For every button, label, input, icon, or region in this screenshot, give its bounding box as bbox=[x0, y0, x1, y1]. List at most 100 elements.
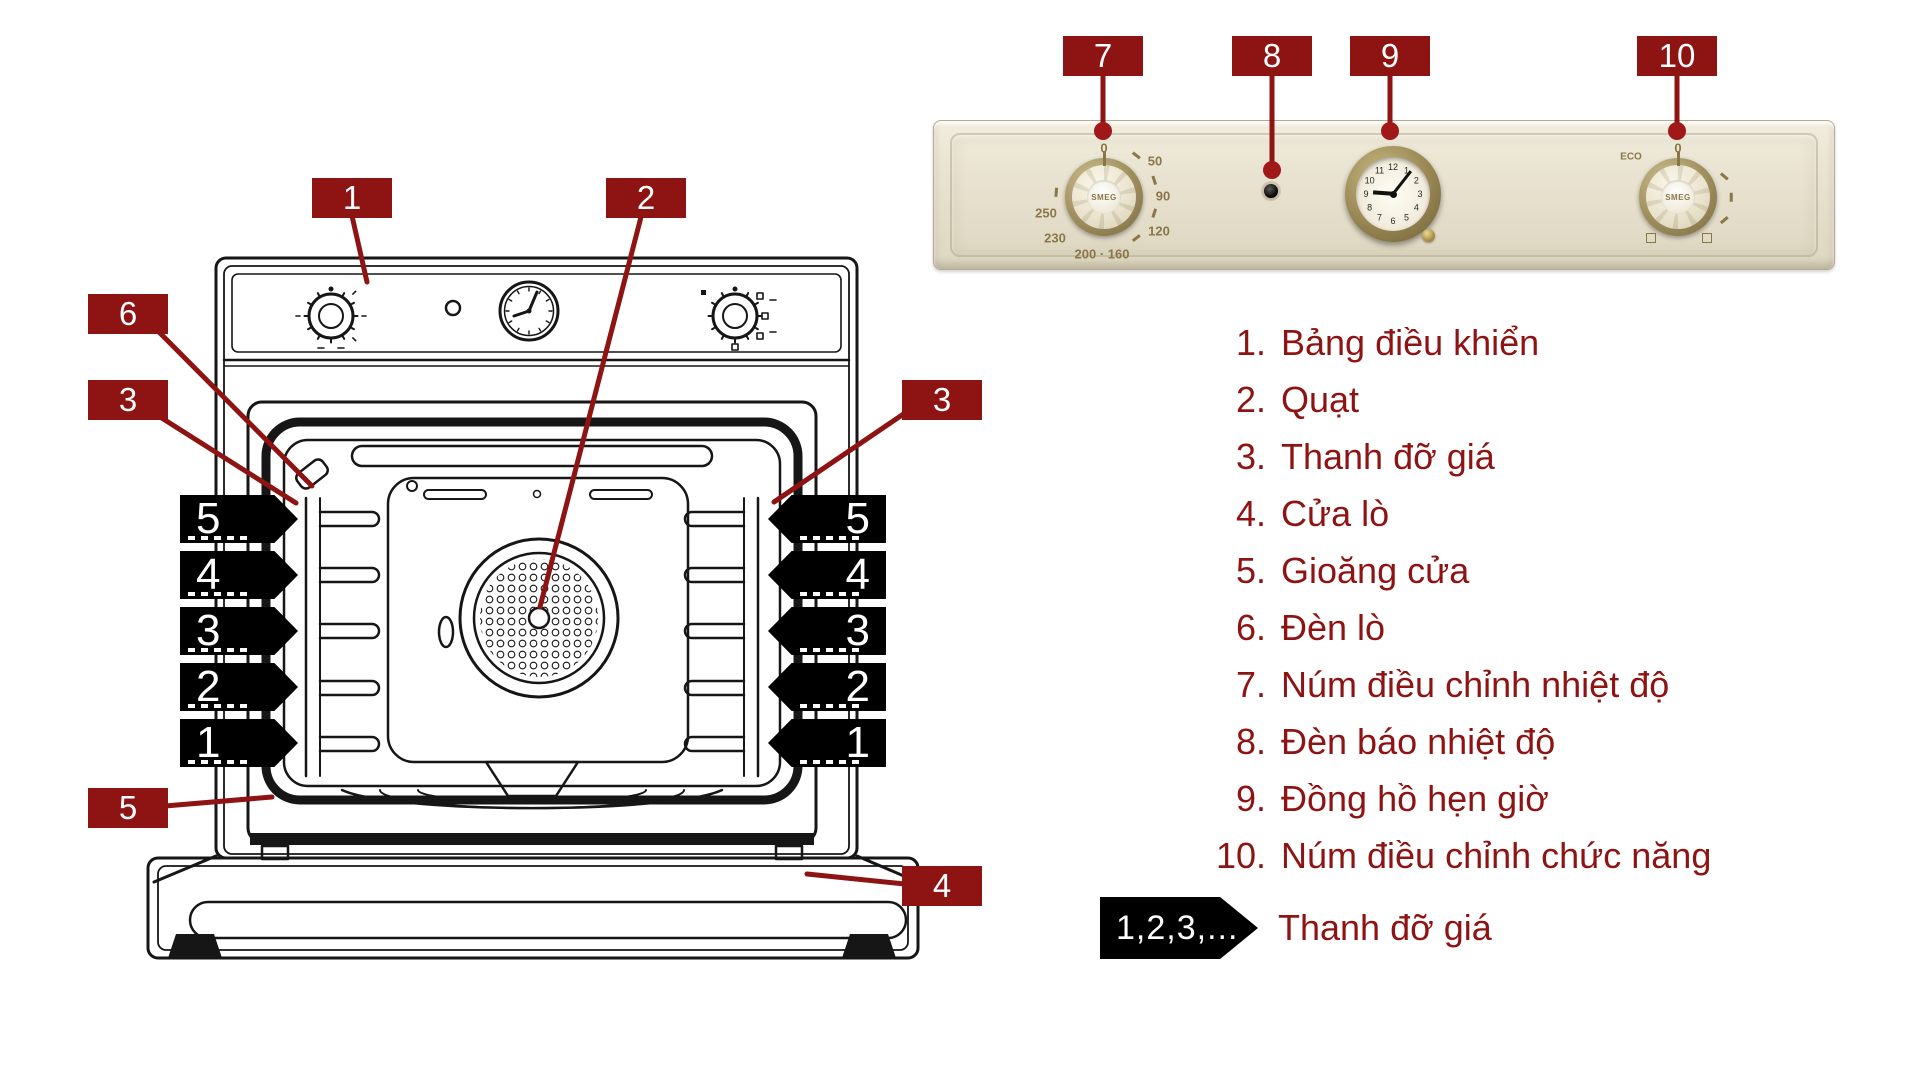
legend-shelf-row: 1,2,3,... Thanh đỡ giá bbox=[1100, 896, 1711, 960]
function-mark-eco: ECO bbox=[1620, 151, 1642, 163]
callout-5-door-gasket: 5 bbox=[88, 788, 168, 828]
callout-7-temperature-knob: 7 bbox=[1063, 36, 1143, 76]
legend-list: 1.Bảng điều khiển 2.Quạt 3.Thanh đỡ giá … bbox=[1100, 314, 1711, 960]
legend-item-5: 5.Gioăng cửa bbox=[1235, 549, 1470, 591]
shelf-level-right-4: 4 bbox=[768, 551, 886, 599]
vent-slot bbox=[589, 489, 653, 500]
shelf-level-right-5: 5 bbox=[768, 495, 886, 543]
legend-item-6: 6.Đèn lò bbox=[1235, 606, 1386, 648]
cavity-floor bbox=[340, 788, 724, 810]
shelf-level-right-3: 3 bbox=[768, 607, 886, 655]
temp-mark-0: 0 bbox=[1100, 140, 1108, 156]
legend-item-8: 8.Đèn báo nhiệt độ bbox=[1235, 720, 1556, 762]
oven-lamp bbox=[295, 458, 329, 490]
legend-item-4: 4.Cửa lò bbox=[1235, 492, 1390, 534]
shelf-level-left-1: 1 bbox=[180, 719, 298, 767]
callout-3-shelf-support-left: 3 bbox=[88, 380, 168, 420]
callout-3-shelf-support-right: 3 bbox=[902, 380, 982, 420]
shelf-level-left-2: 2 bbox=[180, 663, 298, 711]
clock-face: 12 1 2 3 4 5 6 7 8 9 10 11 bbox=[1356, 157, 1430, 231]
door-foot-right bbox=[842, 934, 896, 958]
temp-mark-250: 250 bbox=[1035, 205, 1057, 221]
clock-winder-knob bbox=[1422, 229, 1435, 242]
clock-numeral: 5 bbox=[1403, 212, 1410, 223]
temp-mark-90: 90 bbox=[1155, 188, 1171, 204]
shelf-label-dashes bbox=[800, 536, 862, 540]
drawn-timer-clock bbox=[498, 280, 560, 342]
function-symbol-icon bbox=[1646, 233, 1656, 243]
drawn-function-knob bbox=[701, 286, 777, 351]
door-gasket bbox=[261, 417, 803, 805]
clock-numeral: 4 bbox=[1413, 202, 1419, 213]
shelf-level-left-3: 3 bbox=[180, 607, 298, 655]
clock-numeral: 1 bbox=[1403, 165, 1410, 176]
shelf-levels-badge: 1,2,3,... bbox=[1100, 897, 1258, 959]
shelf-level-left-4: 4 bbox=[180, 551, 298, 599]
shelf-supports-right bbox=[683, 496, 760, 778]
vent-slot bbox=[423, 489, 487, 500]
temperature-indicator-light bbox=[1264, 184, 1278, 198]
callout-6-oven-lamp: 6 bbox=[88, 294, 168, 334]
function-knob-pointer bbox=[1676, 151, 1680, 166]
timer-clock: 12 1 2 3 4 5 6 7 8 9 10 11 bbox=[1345, 146, 1441, 242]
drawn-indicator-light bbox=[444, 299, 462, 317]
shelf-level-right-1: 1 bbox=[768, 719, 886, 767]
shelf-label-dashes bbox=[800, 592, 862, 596]
legend-item-7: 7.Núm điều chỉnh nhiệt độ bbox=[1235, 663, 1670, 705]
clock-numeral: 11 bbox=[1374, 165, 1385, 176]
clock-numeral: 10 bbox=[1364, 175, 1375, 186]
shelf-label-dashes bbox=[800, 648, 862, 652]
clock-numeral: 6 bbox=[1390, 216, 1396, 226]
function-tick bbox=[1730, 192, 1733, 202]
temperature-knob-cap: SMEG bbox=[1087, 180, 1121, 214]
oven-door-open bbox=[146, 856, 920, 960]
function-knob: SMEG bbox=[1639, 151, 1717, 236]
clock-numeral: 9 bbox=[1363, 189, 1369, 199]
callout-1-control-panel: 1 bbox=[312, 178, 392, 218]
door-foot-left bbox=[168, 934, 222, 958]
brand-logo: SMEG bbox=[1665, 192, 1691, 202]
clock-numeral: 8 bbox=[1367, 202, 1373, 213]
callout-2-fan: 2 bbox=[606, 178, 686, 218]
clock-numeral: 3 bbox=[1417, 189, 1423, 199]
drawn-temperature-knob bbox=[295, 286, 367, 349]
legend-item-3: 3.Thanh đỡ giá bbox=[1235, 435, 1495, 477]
shelf-label-dashes bbox=[800, 704, 862, 708]
legend-item-9: 9.Đồng hồ hẹn giờ bbox=[1235, 777, 1549, 819]
function-knob-cap: SMEG bbox=[1661, 180, 1695, 214]
temp-mark-120: 120 bbox=[1148, 223, 1170, 239]
temperature-knob-pointer bbox=[1102, 151, 1106, 166]
roof-heating-element bbox=[350, 444, 714, 468]
shelf-label-dashes bbox=[188, 592, 250, 596]
clock-center bbox=[1389, 190, 1397, 198]
temp-mark-200-160: 200 · 160 bbox=[1074, 246, 1130, 262]
callout-4-oven-door: 4 bbox=[902, 866, 982, 906]
shelf-label-dashes bbox=[188, 704, 250, 708]
temp-mark-230: 230 bbox=[1044, 230, 1066, 246]
clock-numeral: 2 bbox=[1413, 175, 1419, 186]
callout-10-function-knob: 10 bbox=[1637, 36, 1717, 76]
function-symbol-icon bbox=[1702, 233, 1712, 243]
shelf-levels-label: Thanh đỡ giá bbox=[1278, 907, 1492, 948]
oven-front-face bbox=[246, 400, 818, 844]
oven-cavity bbox=[282, 438, 782, 788]
legend-item-10: 10.Núm điều chỉnh chức năng bbox=[1215, 834, 1712, 876]
clock-numeral: 12 bbox=[1387, 162, 1399, 172]
shelf-level-left-5: 5 bbox=[180, 495, 298, 543]
function-mark-0: 0 bbox=[1674, 140, 1682, 156]
clock-numeral: 7 bbox=[1376, 212, 1383, 223]
shelf-label-dashes bbox=[188, 648, 250, 652]
shelf-level-right-2: 2 bbox=[768, 663, 886, 711]
temp-mark-50: 50 bbox=[1147, 153, 1163, 169]
cavity-back-wall bbox=[386, 476, 690, 764]
oven-cabinet bbox=[214, 256, 859, 860]
callout-8-indicator-light: 8 bbox=[1232, 36, 1312, 76]
legend-item-1: 1.Bảng điều khiển bbox=[1235, 321, 1540, 363]
shelf-label-dashes bbox=[188, 536, 250, 540]
callout-9-timer-clock: 9 bbox=[1350, 36, 1430, 76]
hinge-left bbox=[260, 844, 290, 861]
temperature-knob: SMEG bbox=[1065, 151, 1143, 236]
legend-item-2: 2.Quạt bbox=[1235, 378, 1360, 420]
shelf-label-dashes bbox=[188, 760, 250, 764]
